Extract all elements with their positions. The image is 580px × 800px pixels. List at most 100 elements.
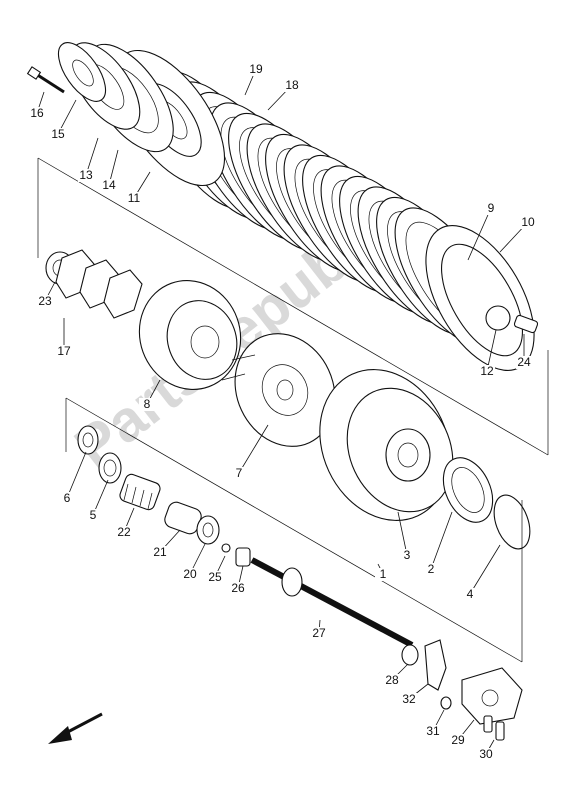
callout-background [516, 356, 532, 369]
callout-background [248, 63, 264, 76]
callout-background [85, 509, 101, 522]
primary-driven-gear-housing[interactable] [296, 348, 474, 542]
damper-plate[interactable] [103, 269, 143, 319]
callout-25[interactable]: 25 [208, 570, 222, 584]
callout-background [29, 107, 45, 120]
callout-15[interactable]: 15 [51, 127, 65, 141]
callout-20[interactable]: 20 [183, 567, 197, 581]
spacer-ring[interactable] [98, 452, 122, 484]
callout-12[interactable]: 12 [480, 364, 494, 378]
callout-background [478, 748, 494, 761]
leader-line [66, 451, 87, 499]
leader-line [238, 424, 269, 474]
callout-28[interactable]: 28 [385, 673, 399, 687]
callout-background [230, 582, 246, 595]
callout-background [56, 345, 72, 358]
callout-4[interactable]: 4 [467, 587, 474, 601]
oil-pump-drive-gear[interactable] [434, 450, 503, 530]
callout-24[interactable]: 24 [517, 355, 531, 369]
leader-line [85, 137, 99, 176]
front-direction-arrow-icon [48, 712, 103, 744]
dowel-pin[interactable] [440, 696, 452, 710]
callout-7[interactable]: 7 [236, 466, 243, 480]
callout-background [116, 526, 132, 539]
washer[interactable] [196, 515, 220, 545]
callout-background [311, 627, 327, 640]
callout-11[interactable]: 11 [128, 191, 141, 205]
callout-13[interactable]: 13 [79, 168, 93, 182]
callout-background [37, 295, 53, 308]
callout-21[interactable]: 21 [153, 545, 167, 559]
callout-background [207, 571, 223, 584]
clutch-hub[interactable] [124, 266, 256, 404]
oil-seal[interactable] [401, 644, 419, 666]
callout-10[interactable]: 10 [521, 215, 535, 229]
callout-background [284, 79, 300, 92]
bolt-long[interactable] [495, 721, 505, 741]
callout-background [78, 169, 94, 182]
callout-background [483, 202, 499, 215]
callout-32[interactable]: 32 [402, 692, 416, 706]
pressure-plate-inner[interactable] [217, 317, 353, 463]
bolt-short[interactable] [483, 715, 493, 733]
callout-background [50, 128, 66, 141]
push-lever-shaft[interactable] [250, 557, 414, 648]
callout-27[interactable]: 27 [312, 626, 326, 640]
needle-bearing[interactable] [118, 473, 161, 512]
callout-background [425, 725, 441, 738]
callout-23[interactable]: 23 [38, 294, 52, 308]
lever-bracket[interactable] [424, 639, 447, 691]
callout-background [59, 492, 75, 505]
leader-line [486, 329, 497, 372]
callout-background [126, 192, 142, 205]
callout-background [479, 365, 495, 378]
callout-2[interactable]: 2 [428, 562, 435, 576]
callout-background [423, 563, 439, 576]
callout-background [182, 568, 198, 581]
callout-29[interactable]: 29 [451, 733, 465, 747]
callout-background [462, 588, 478, 601]
thrust-washer[interactable] [77, 425, 99, 455]
leader-line [397, 511, 408, 556]
clutch-cable-holder[interactable] [461, 667, 523, 725]
callout-background [450, 734, 466, 747]
callout-6[interactable]: 6 [64, 491, 71, 505]
leader-line [467, 207, 492, 261]
callout-background [152, 546, 168, 559]
callout-background [231, 467, 247, 480]
callout-26[interactable]: 26 [231, 581, 245, 595]
ball[interactable] [221, 543, 231, 553]
callout-background [401, 693, 417, 706]
callout-background [139, 398, 155, 411]
callout-9[interactable]: 9 [488, 201, 495, 215]
clutch-housing-outer[interactable] [404, 208, 557, 389]
callout-18[interactable]: 18 [285, 78, 299, 92]
callout-3[interactable]: 3 [404, 548, 411, 562]
callout-background [399, 549, 415, 562]
callout-5[interactable]: 5 [90, 508, 97, 522]
callout-31[interactable]: 31 [426, 724, 440, 738]
callout-22[interactable]: 22 [117, 525, 131, 539]
callout-8[interactable]: 8 [144, 397, 151, 411]
callout-19[interactable]: 19 [249, 62, 263, 76]
callout-14[interactable]: 14 [102, 178, 116, 192]
callout-16[interactable]: 16 [30, 106, 44, 120]
short-push-rod[interactable] [235, 547, 251, 567]
callout-17[interactable]: 17 [57, 344, 71, 358]
callout-30[interactable]: 30 [479, 747, 493, 761]
callout-1[interactable]: 1 [380, 567, 387, 581]
assembly-frame-lower [65, 397, 523, 663]
leader-line [469, 544, 501, 595]
push-rod[interactable] [513, 314, 539, 334]
leader-line [430, 511, 453, 570]
retainer-plate[interactable] [49, 35, 114, 109]
callout-background [375, 568, 391, 581]
circlip[interactable] [487, 490, 536, 554]
bolt[interactable] [26, 66, 65, 94]
callout-background [520, 216, 536, 229]
damper-plates[interactable] [55, 249, 143, 319]
assembly-frame-upper [37, 157, 549, 456]
callout-background [101, 179, 117, 192]
